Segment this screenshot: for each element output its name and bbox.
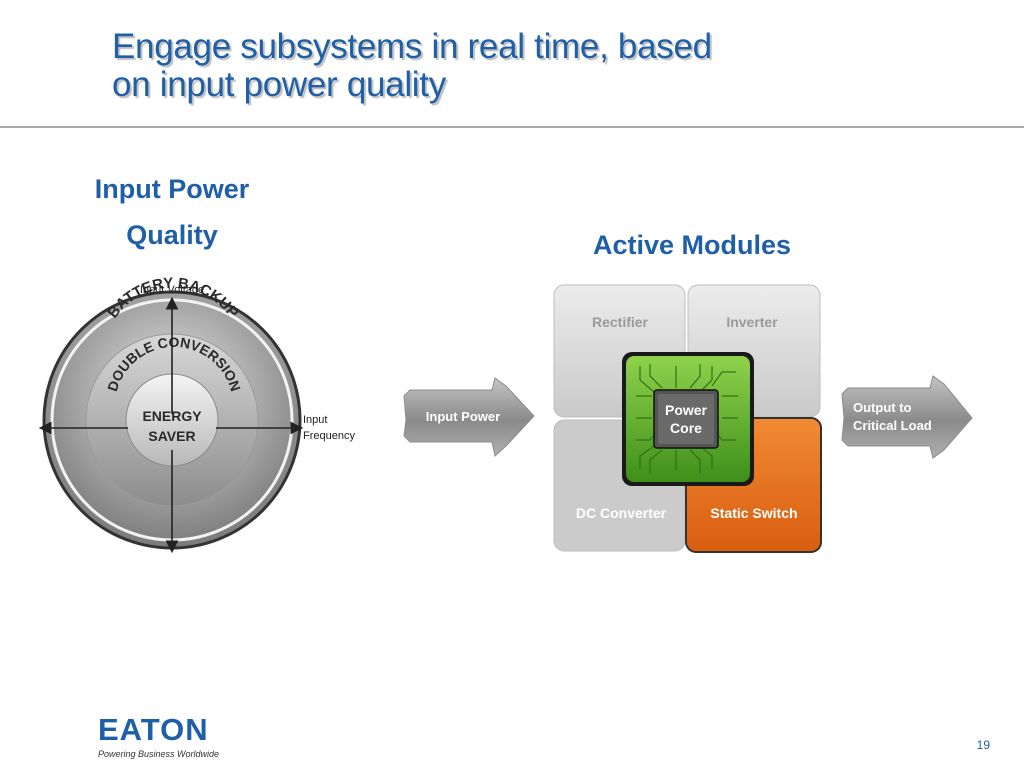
input-frequency-label-line-1: Input [303, 414, 327, 426]
title-divider [0, 126, 1024, 128]
power-core-label-line-2: Core [670, 420, 702, 436]
dc-converter-label: DC Converter [576, 505, 667, 521]
input-power-quality-heading-line-2: Quality [126, 220, 218, 250]
input-power-arrow [403, 377, 535, 457]
inverter-label: Inverter [726, 314, 778, 330]
output-arrow-label-line-1: Output to [853, 400, 912, 415]
input-frequency-label-line-2: Frequency [303, 430, 355, 442]
input-voltage-label: Input Voltage [140, 284, 204, 296]
power-quality-circle [42, 290, 302, 550]
input-power-quality-heading: Input Power Quality [60, 166, 284, 258]
eaton-logo-wordmark: EATON [98, 712, 209, 747]
input-power-quality-heading-line-1: Input Power [94, 174, 250, 204]
output-arrow-label-line-2: Critical Load [853, 418, 932, 433]
power-core-label-line-1: Power [665, 402, 708, 418]
slide-title-line-1: Engage subsystems in real time, based [112, 27, 712, 66]
eaton-tagline: Powering Business Worldwide [98, 749, 220, 759]
energy-saver-label-line-1: ENERGY [142, 408, 202, 424]
input-power-arrow-label: Input Power [426, 409, 500, 424]
page-number: 19 [976, 738, 990, 752]
static-switch-label: Static Switch [710, 505, 797, 521]
energy-saver-label-line-2: SAVER [148, 428, 195, 444]
slide-title: Engage subsystems in real time, based on… [112, 28, 872, 104]
rectifier-label: Rectifier [592, 314, 649, 330]
output-critical-load-arrow [841, 375, 973, 459]
power-core-chip [622, 352, 754, 486]
active-modules-heading: Active Modules [592, 230, 792, 260]
eaton-logo: EATON Powering Business Worldwide [98, 714, 219, 760]
slide-title-line-2: on input power quality [112, 65, 446, 104]
